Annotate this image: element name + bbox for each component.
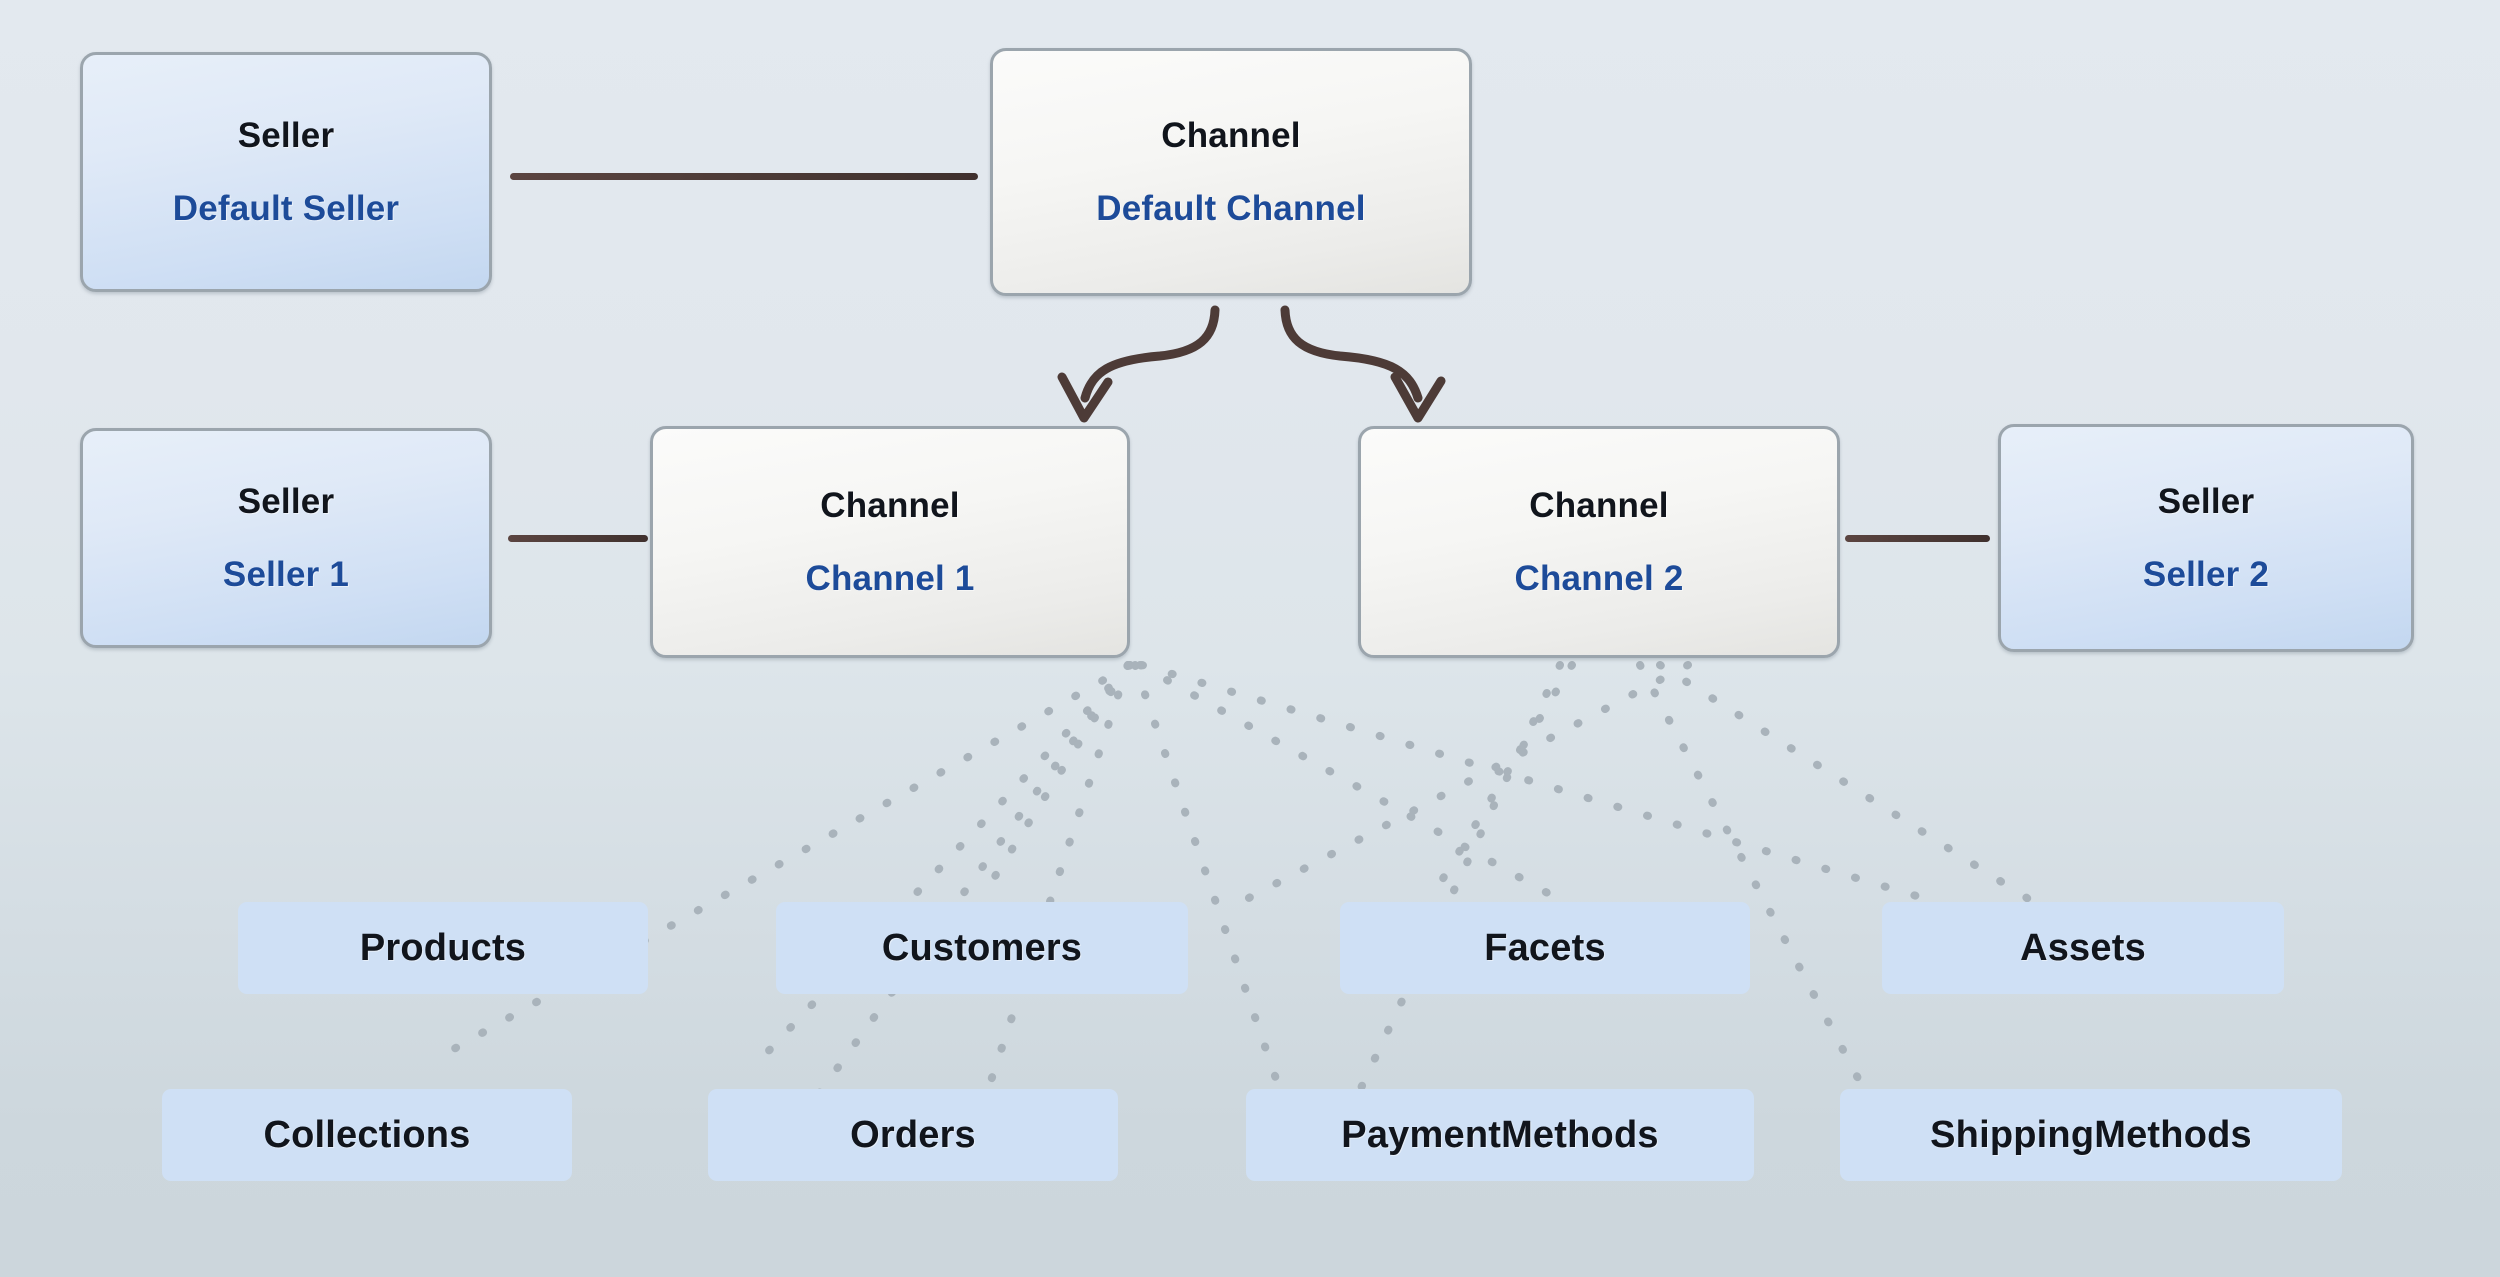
entity-type-label: Channel bbox=[820, 486, 960, 525]
leaf-assets[interactable]: Assets bbox=[1882, 902, 2284, 994]
entity-default-seller[interactable]: Seller Default Seller bbox=[80, 52, 492, 292]
leaf-label: PaymentMethods bbox=[1341, 1113, 1659, 1156]
leaf-label: Products bbox=[359, 926, 527, 969]
entity-channel-2[interactable]: Channel Channel 2 bbox=[1358, 426, 1840, 658]
entity-type-label: Channel bbox=[1161, 116, 1301, 155]
entity-name-label: Default Channel bbox=[1096, 189, 1366, 228]
dotted-links-channel2 bbox=[1241, 661, 2034, 1126]
leaf-products[interactable]: Products bbox=[238, 902, 648, 994]
arrow-default-channel-to-channel1 bbox=[1057, 305, 1220, 423]
connector-channel2-seller2 bbox=[1845, 535, 1990, 542]
entity-seller-1[interactable]: Seller Seller 1 bbox=[80, 428, 492, 648]
leaf-orders[interactable]: Orders bbox=[708, 1089, 1118, 1181]
leaf-payment-methods[interactable]: PaymentMethods bbox=[1246, 1089, 1754, 1181]
entity-type-label: Seller bbox=[237, 116, 335, 155]
arrow-default-channel-to-channel2 bbox=[1280, 305, 1446, 423]
entity-name-label: Default Seller bbox=[172, 189, 400, 228]
leaf-label: ShippingMethods bbox=[1930, 1113, 2252, 1156]
leaf-label: Collections bbox=[263, 1113, 471, 1156]
entity-name-label: Channel 1 bbox=[805, 559, 975, 598]
entity-name-label: Seller 2 bbox=[2142, 555, 2270, 594]
connector-seller1-channel1 bbox=[508, 535, 648, 542]
entity-name-label: Channel 2 bbox=[1514, 559, 1684, 598]
dotted-links-channel1 bbox=[434, 661, 1934, 1124]
leaf-shipping-methods[interactable]: ShippingMethods bbox=[1840, 1089, 2342, 1181]
leaf-label: Customers bbox=[881, 926, 1083, 969]
entity-type-label: Seller bbox=[2157, 482, 2255, 521]
leaf-facets[interactable]: Facets bbox=[1340, 902, 1750, 994]
entity-type-label: Channel bbox=[1529, 486, 1669, 525]
entity-channel-1[interactable]: Channel Channel 1 bbox=[650, 426, 1130, 658]
leaf-label: Orders bbox=[850, 1113, 976, 1156]
leaf-customers[interactable]: Customers bbox=[776, 902, 1188, 994]
leaf-collections[interactable]: Collections bbox=[162, 1089, 572, 1181]
entity-name-label: Seller 1 bbox=[222, 555, 350, 594]
leaf-label: Assets bbox=[2020, 926, 2146, 969]
leaf-label: Facets bbox=[1484, 926, 1606, 969]
connector-default-seller-default-channel bbox=[510, 173, 978, 180]
entity-type-label: Seller bbox=[237, 482, 335, 521]
entity-default-channel[interactable]: Channel Default Channel bbox=[990, 48, 1472, 296]
entity-seller-2[interactable]: Seller Seller 2 bbox=[1998, 424, 2414, 652]
